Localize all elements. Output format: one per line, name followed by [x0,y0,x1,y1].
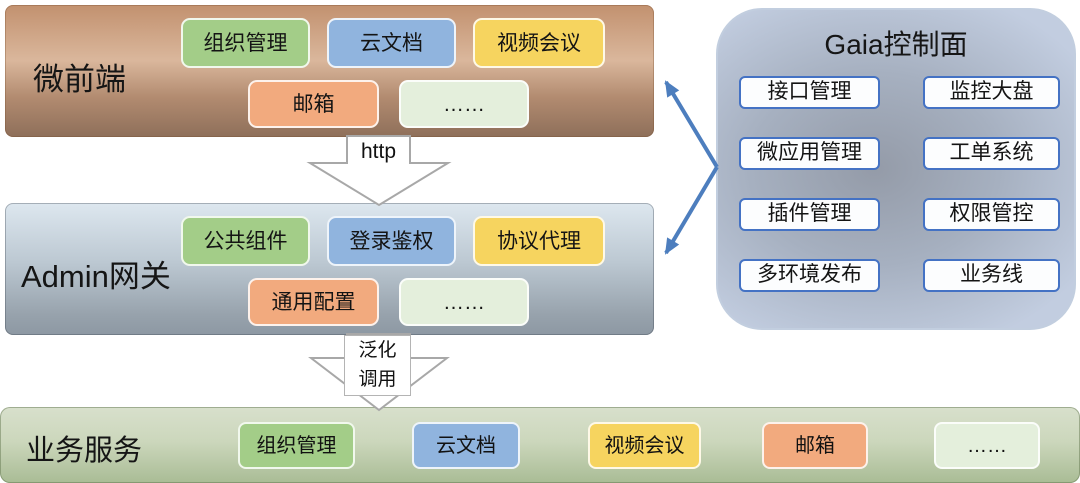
gaia-item-plugin-mgmt: 插件管理 [739,198,880,231]
gaia-item-grid: 接口管理 监控大盘 微应用管理 工单系统 插件管理 权限管控 多环境发布 业务线 [739,76,1060,292]
gateway-chip-login-auth: 登录鉴权 [327,216,456,266]
connector-gaia-to-frontend [664,80,719,169]
connector-gaia-to-gateway [664,165,719,255]
gaia-control-plane-box: Gaia控制面 接口管理 监控大盘 微应用管理 工单系统 插件管理 权限管控 多… [716,8,1076,330]
frontend-chip-mail: 邮箱 [248,80,379,128]
generic-call-arrow-label: 泛化 调用 [344,335,411,396]
frontend-layer-label: 微前端 [33,62,126,97]
gaia-item-ticket-system: 工单系统 [923,137,1060,170]
gaia-item-permission-control: 权限管控 [923,198,1060,231]
frontend-layer-box: 微前端 组织管理 云文档 视频会议 邮箱 …… [5,5,654,137]
gateway-layer-label: Admin网关 [21,259,171,294]
gaia-item-multi-env-release: 多环境发布 [739,259,880,292]
gaia-item-monitoring-dashboard: 监控大盘 [923,76,1060,109]
service-chip-video-meeting: 视频会议 [588,422,701,469]
gateway-chip-row-1: 公共组件 登录鉴权 协议代理 [181,216,605,266]
frontend-chip-org-mgmt: 组织管理 [181,18,310,68]
frontend-chip-row-2: 邮箱 …… [248,80,529,128]
gateway-chip-row-2: 通用配置 …… [248,278,529,326]
service-chip-cloud-docs: 云文档 [412,422,520,469]
service-chip-org-mgmt: 组织管理 [238,422,355,469]
gaia-control-plane-title: Gaia控制面 [824,29,968,60]
frontend-chip-video-meeting: 视频会议 [473,18,605,68]
frontend-chip-cloud-docs: 云文档 [327,18,456,68]
generic-call-line-1: 泛化 [358,340,397,361]
gateway-layer-box: Admin网关 公共组件 登录鉴权 协议代理 通用配置 …… [5,203,654,335]
frontend-chip-row-1: 组织管理 云文档 视频会议 [181,18,605,68]
frontend-chip-ellipsis: …… [399,80,529,128]
gaia-item-api-mgmt: 接口管理 [739,76,880,109]
services-layer-label: 业务服务 [26,435,143,467]
gaia-item-microapp-mgmt: 微应用管理 [739,137,880,170]
gaia-item-business-line: 业务线 [923,259,1060,292]
service-chip-mail: 邮箱 [762,422,868,469]
gateway-chip-protocol-proxy: 协议代理 [473,216,605,266]
services-layer-box: 业务服务 组织管理 云文档 视频会议 邮箱 …… [0,407,1080,483]
gateway-chip-common-components: 公共组件 [181,216,310,266]
gateway-chip-general-config: 通用配置 [248,278,379,326]
http-arrow-label: http [360,140,397,163]
service-chip-ellipsis: …… [934,422,1040,469]
gateway-chip-ellipsis: …… [399,278,529,326]
generic-call-line-2: 调用 [358,369,397,390]
